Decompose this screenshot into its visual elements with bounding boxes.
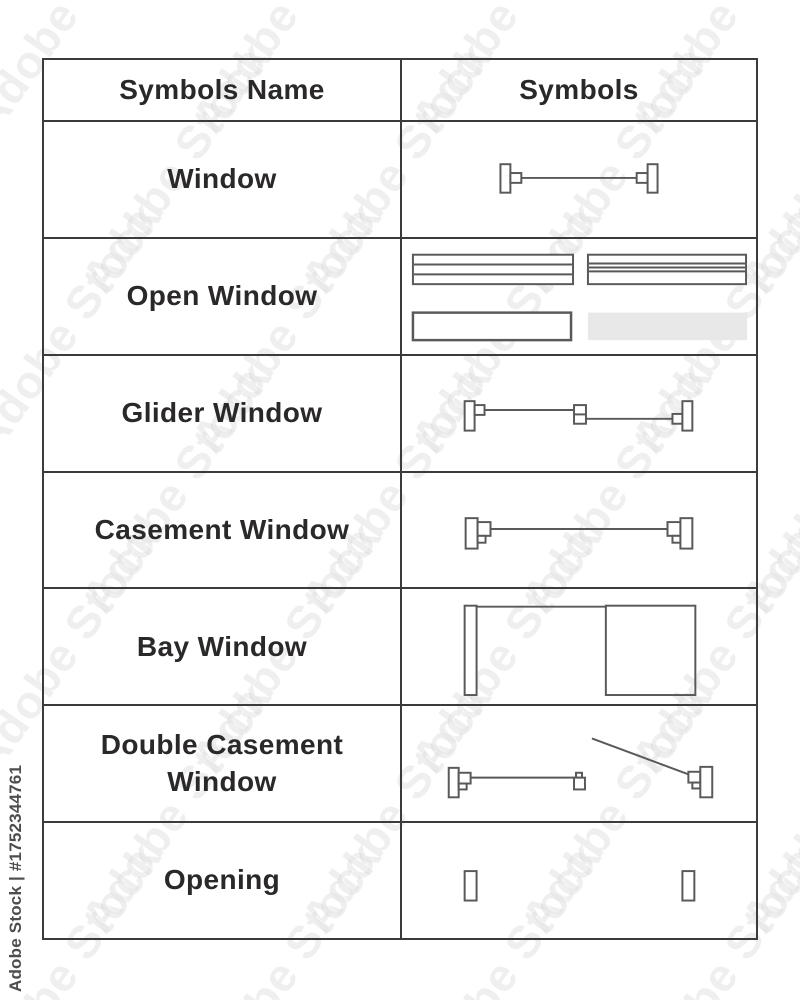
table-row-name-window: Window [44,120,400,237]
double-casement-window-plan-symbol-icon [447,737,714,799]
row-label: Window [167,163,277,195]
table-row-name-double-casement-window: Double Casement Window [44,704,400,821]
row-label: Open Window [126,280,318,312]
bay-window-plan-symbol-icon [463,605,697,697]
glider-window-plan-symbol-icon [463,399,694,432]
window-plan-symbol-icon [499,163,659,194]
header-cell-symbols: Symbols [400,60,756,120]
table-row-name-open-window: Open Window [44,236,400,354]
open-window-plan-symbol-icon [411,253,748,342]
table-row-name-opening: Opening [44,821,400,938]
table-row-symbol-casement-window [400,470,756,588]
casement-window-plan-symbol-icon [464,516,694,550]
row-label: Casement Window [94,513,350,545]
table-row-name-casement-window: Casement Window [44,470,400,588]
table-row-symbol-bay-window [400,587,756,705]
row-label: Opening [163,864,281,896]
row-label: Double Casement Window [100,729,344,797]
table-row-symbol-glider-window [400,353,756,471]
table-row-symbol-opening [400,821,756,938]
window-symbols-table: Symbols Name Symbols Window Open Window [42,58,758,940]
watermark-credit: Adobe Stock | #1752344761 [6,764,25,992]
table-row-symbol-open-window [400,236,756,354]
table-row-symbol-window [400,120,756,237]
table-row-symbol-double-casement-window [400,704,756,822]
header-symbols: Symbols [519,74,639,105]
table-row-name-bay-window: Bay Window [44,587,400,704]
table-row-name-glider-window: Glider Window [44,353,400,471]
row-label: Bay Window [136,630,308,662]
opening-plan-symbol-icon [463,870,696,902]
row-label: Glider Window [121,396,323,428]
header-symbols-name: Symbols Name [119,74,325,105]
header-cell-symbols-name: Symbols Name [44,60,400,120]
